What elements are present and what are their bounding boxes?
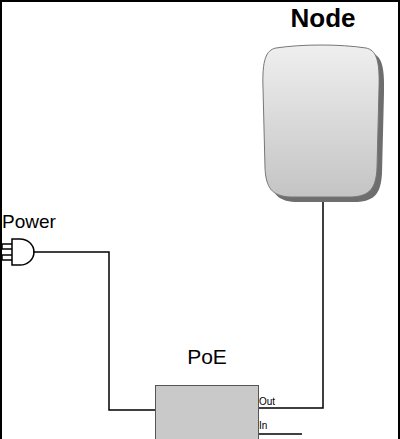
power-plug: Power [2, 212, 76, 267]
node-label: Node [262, 4, 384, 33]
port-label: Out [259, 396, 275, 407]
node-body [263, 45, 379, 197]
plug-cord [33, 251, 38, 253]
plug-prongs [2, 244, 12, 260]
poe-injector: PoE [155, 345, 259, 439]
plug-body [12, 239, 34, 265]
node-device: Node [262, 4, 384, 198]
port-label: In [259, 420, 267, 431]
poe-injector-outline [155, 385, 259, 439]
poe-box [156, 386, 259, 439]
cable [259, 197, 323, 408]
node-label: Power [2, 212, 76, 233]
node-label: PoE [155, 345, 259, 368]
in-wire [255, 433, 302, 435]
cable [38, 252, 155, 410]
node-device-outline [262, 48, 384, 198]
power-plug-outline [2, 237, 76, 267]
